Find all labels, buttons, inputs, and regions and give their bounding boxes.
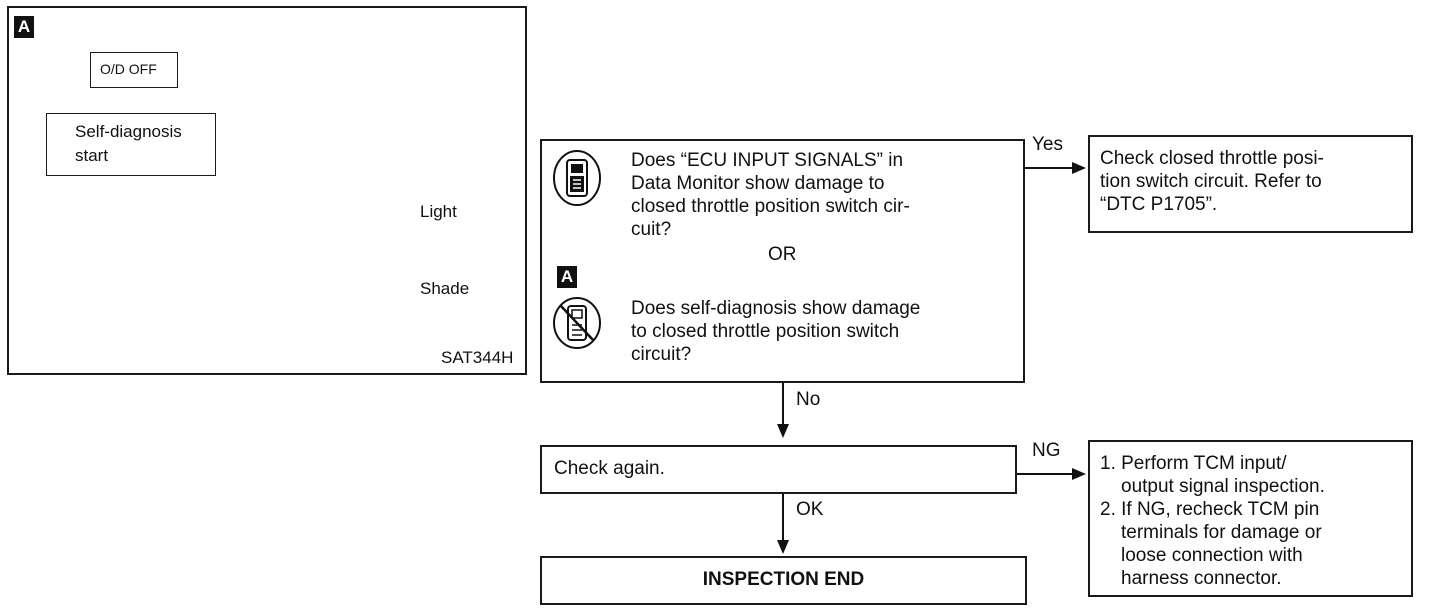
self-diagnosis-label-2: start <box>75 146 109 165</box>
self-diagnosis-start-box: Self-diagnosis start <box>46 113 216 176</box>
self-diagnosis-label-1: Self-diagnosis <box>75 122 182 141</box>
question-2-line-2: to closed throttle position switch <box>631 321 900 342</box>
mode-a-badge-2: A <box>557 266 577 288</box>
ng-label: NG <box>1032 440 1061 461</box>
ng-item-1-line-1: 1. Perform TCM input/ <box>1100 453 1287 474</box>
ng-item-2-line-1: 2. If NG, recheck TCM pin <box>1100 499 1320 520</box>
consult-tester-icon <box>553 150 601 206</box>
check-again-label: Check again. <box>554 458 665 479</box>
question-1-line-1: Does “ECU INPUT SIGNALS” in <box>631 150 904 171</box>
inspection-end-box <box>540 556 1027 605</box>
yes-result-line-2: tion switch circuit. Refer to <box>1100 171 1322 192</box>
figure-id: SAT344H <box>441 348 514 367</box>
yes-result-line-3: “DTC P1705”. <box>1100 194 1218 215</box>
shade-label: Shade <box>420 279 470 298</box>
inspection-end-label: INSPECTION END <box>702 569 865 590</box>
od-off-indicator: O/D OFF <box>90 52 178 88</box>
no-tester-icon <box>553 297 601 349</box>
ng-result-box <box>1088 440 1413 597</box>
yes-result-box <box>1088 135 1413 233</box>
question-1-line-4: cuit? <box>631 219 672 240</box>
self-diagnosis-figure <box>7 6 527 375</box>
od-off-label: O/D OFF <box>100 61 157 77</box>
yes-label: Yes <box>1032 134 1063 155</box>
question-2-line-1: Does self-diagnosis show damage <box>631 298 921 319</box>
no-label: No <box>796 389 821 410</box>
question-2-line-3: circuit? <box>631 344 692 365</box>
question-1-line-3: closed throttle position switch cir- <box>631 196 910 217</box>
light-label: Light <box>420 202 457 221</box>
ng-item-1-line-2: output signal inspection. <box>1121 476 1325 497</box>
ng-item-2-line-3: loose connection with <box>1121 545 1303 566</box>
ok-label: OK <box>796 499 824 520</box>
yes-result-line-1: Check closed throttle posi- <box>1100 148 1324 169</box>
ng-item-2-line-2: terminals for damage or <box>1121 522 1322 543</box>
or-divider-label: OR <box>765 243 800 266</box>
ng-item-2-line-4: harness connector. <box>1121 568 1282 589</box>
question-1-line-2: Data Monitor show damage to <box>631 173 885 194</box>
mode-a-badge: A <box>14 16 34 38</box>
check-again-box <box>540 445 1017 494</box>
